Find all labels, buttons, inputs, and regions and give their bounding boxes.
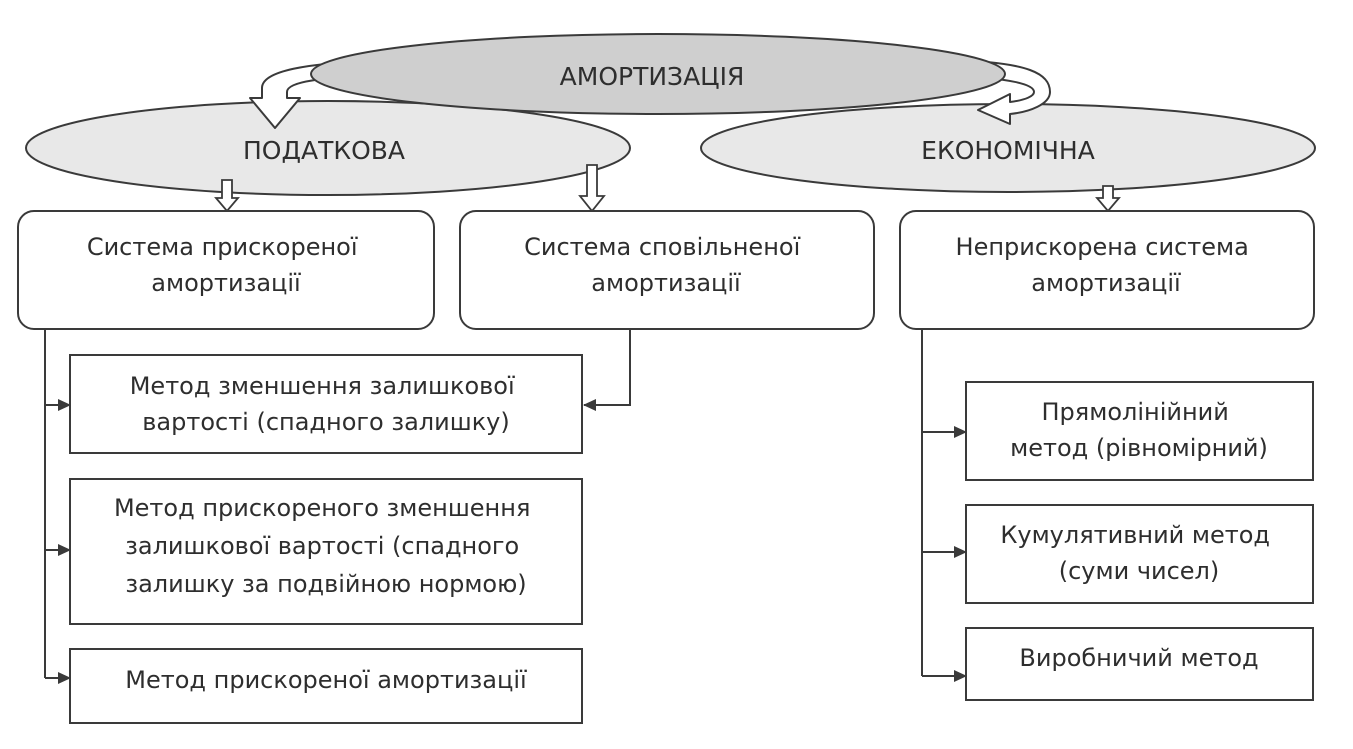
system-non-accelerated-label: Неприскорена система амортизації: [956, 233, 1257, 297]
method-accelerated-residual-box: [69, 478, 583, 625]
arrowhead-straight: [954, 426, 967, 438]
connector-decelerated: [584, 329, 631, 406]
arrowhead-cumulative: [954, 546, 967, 558]
system-accelerated-box: [17, 210, 435, 330]
method-cumulative-box: [965, 504, 1314, 604]
system-decelerated-line2: амортизації: [591, 269, 741, 297]
arrowhead-method-2: [58, 544, 71, 556]
arrowhead-method-1: [58, 399, 71, 411]
method-accelerated-residual-line1: Метод прискореного зменшення: [114, 494, 530, 522]
method-residual-reduction-line2: вартості (спадного залишку): [142, 408, 510, 436]
arrowhead-decelerated: [583, 399, 596, 411]
system-accelerated-line1: Система прискореної: [87, 233, 358, 261]
method-straight-line-line2: метод (рівномірний): [1010, 434, 1268, 462]
method-accelerated-amortization-box: [69, 648, 583, 724]
method-straight-line-label: Прямолінійний метод (рівномірний): [1010, 398, 1268, 462]
economic-label: ЕКОНОМІЧНА: [921, 136, 1095, 165]
method-straight-line-line1: Прямолінійний: [1042, 398, 1229, 426]
system-accelerated-label: Система прискореної амортизації: [87, 233, 365, 297]
system-decelerated-box: [459, 210, 875, 330]
ellipse-root: [310, 33, 1006, 115]
system-non-accelerated-line2: амортизації: [1031, 269, 1181, 297]
arrowhead-production: [954, 670, 967, 682]
method-straight-line-box: [965, 381, 1314, 481]
arrowhead-method-3: [58, 672, 71, 684]
system-decelerated-label: Система сповільненої амортизації: [524, 233, 808, 297]
method-accelerated-amortization-label: Метод прискореної амортизації: [125, 666, 527, 694]
method-cumulative-label: Кумулятивний метод (суми чисел): [1000, 521, 1277, 585]
method-residual-reduction-line1: Метод зменшення залишкової: [130, 372, 515, 400]
method-residual-reduction-box: [69, 354, 583, 454]
method-residual-reduction-label: Метод зменшення залишкової вартості (спа…: [130, 372, 523, 436]
system-non-accelerated-line1: Неприскорена система: [956, 233, 1249, 261]
method-accelerated-residual-line2: залишкової вартості (спадного: [125, 532, 519, 560]
root-label: АМОРТИЗАЦІЯ: [560, 62, 745, 91]
method-accelerated-residual-label: Метод прискореного зменшення залишкової …: [114, 494, 538, 598]
method-cumulative-line1: Кумулятивний метод: [1000, 521, 1270, 549]
system-non-accelerated-box: [899, 210, 1315, 330]
method-production-label: Виробничий метод: [1019, 644, 1258, 672]
tax-label: ПОДАТКОВА: [243, 136, 405, 165]
down-arrow-decelerated: [578, 164, 606, 213]
down-arrow-accelerated: [214, 179, 240, 213]
method-production-box: [965, 627, 1314, 701]
system-decelerated-line1: Система сповільненої: [524, 233, 800, 261]
method-cumulative-line2: (суми чисел): [1059, 557, 1220, 585]
method-accelerated-residual-line3: залишку за подвійною нормою): [125, 570, 526, 598]
system-accelerated-line2: амортизації: [151, 269, 301, 297]
ellipse-tax: [25, 100, 631, 196]
down-arrow-non-accelerated: [1095, 185, 1121, 213]
